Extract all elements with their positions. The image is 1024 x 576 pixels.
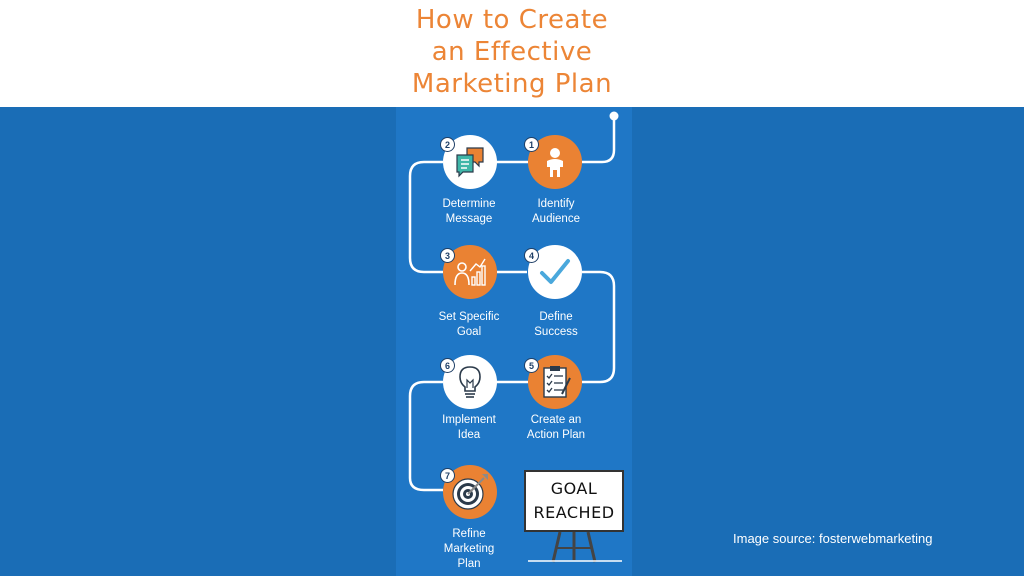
- step-3-number: 3: [440, 248, 455, 263]
- step-7-label: Refine Marketing Plan: [443, 528, 495, 570]
- step-6-number: 6: [440, 358, 455, 373]
- step-4-label: Define Success: [534, 311, 578, 338]
- goal-board-line-1: GOAL: [550, 479, 598, 498]
- header-band: [0, 0, 1024, 107]
- path-start-dot: [609, 111, 619, 121]
- page-title: How to Create an Effective Marketing Pla…: [380, 4, 644, 100]
- title-line-2: an Effective: [431, 37, 593, 67]
- step-1-number: 1: [524, 137, 539, 152]
- person-icon: [547, 148, 563, 177]
- step-7-circle: [443, 465, 497, 519]
- step-6-label: Implement Idea: [442, 414, 496, 441]
- step-7-number: 7: [440, 468, 455, 483]
- target-icon: [452, 474, 488, 510]
- step-1-circle: [528, 135, 582, 189]
- title-line-3: Marketing Plan: [411, 69, 613, 99]
- step-3-label: Set Specific Goal: [438, 311, 500, 338]
- step-2-label: Determine Message: [442, 198, 496, 225]
- step-2-number: 2: [440, 137, 455, 152]
- growth-chart-icon: [454, 258, 486, 286]
- title-line-1: How to Create: [415, 5, 609, 35]
- goal-reached-board: GOAL REACHED: [524, 470, 624, 532]
- step-1-label: Identify Audience: [532, 198, 580, 225]
- checklist-clipboard-icon: [543, 366, 571, 398]
- lightbulb-icon: [459, 366, 481, 398]
- image-credit: Image source: fosterwebmarketing: [733, 531, 933, 546]
- step-5-number: 5: [524, 358, 539, 373]
- step-3-circle: [443, 245, 497, 299]
- chat-bubble-icon: [456, 147, 484, 178]
- checkmark-icon: [540, 259, 570, 284]
- goal-board-line-2: REACHED: [533, 503, 615, 522]
- step-5-label: Create an Action Plan: [526, 414, 586, 441]
- step-4-number: 4: [524, 248, 539, 263]
- path-line: [408, 116, 616, 492]
